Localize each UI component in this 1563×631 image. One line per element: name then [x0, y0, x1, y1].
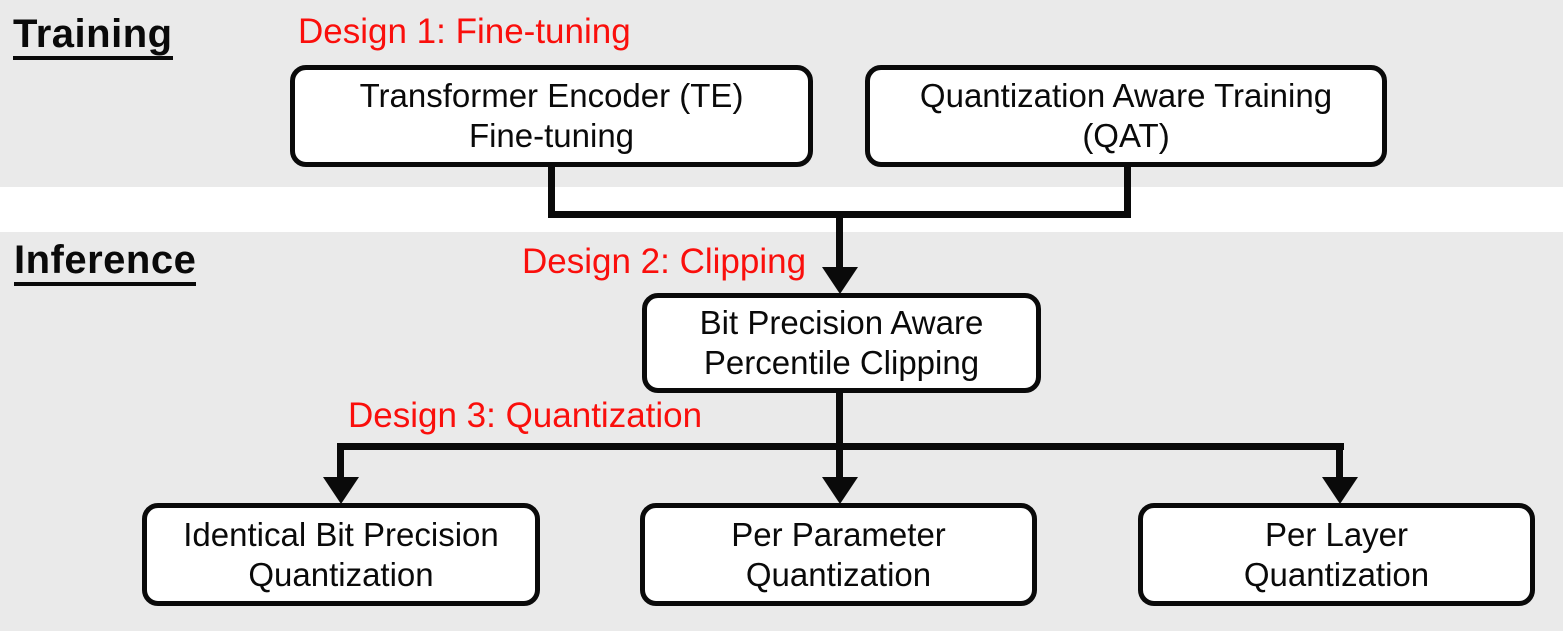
node-text-line: Quantization Aware Training	[919, 77, 1333, 114]
node-quantization-aware-training: Quantization Aware Training (QAT)	[865, 65, 1387, 167]
node-text-line: Fine-tuning	[468, 117, 635, 154]
node-text-line: Quantization	[248, 555, 434, 593]
node-text-line: Percentile Clipping	[703, 344, 980, 381]
arrowhead-to-clipping-icon	[822, 267, 858, 294]
design1-label: Design 1: Fine-tuning	[298, 12, 631, 51]
node-text-line: Quantization	[745, 555, 932, 593]
training-section-label: Training	[13, 12, 173, 60]
design3-label: Design 3: Quantization	[348, 396, 703, 435]
node-text-line: Bit Precision Aware	[699, 304, 984, 341]
node-text-line: Per Parameter	[731, 515, 946, 553]
node-per-layer-quantization: Per Layer Quantization	[1138, 503, 1535, 606]
node-identical-bit-precision-quantization: Identical Bit Precision Quantization	[142, 503, 540, 606]
node-per-parameter-quantization: Per Parameter Quantization	[640, 503, 1037, 606]
connector-branch-right-down	[1336, 443, 1343, 478]
connector-te-down	[548, 166, 555, 218]
node-bit-precision-percentile-clipping: Bit Precision Aware Percentile Clipping	[642, 293, 1041, 393]
node-text-line: Quantization	[1243, 555, 1430, 593]
connector-branch-left-down	[337, 443, 344, 478]
connector-qat-down	[1124, 166, 1131, 218]
connector-clipping-down	[836, 392, 843, 447]
node-text-line: Per Layer	[1264, 515, 1409, 553]
design2-label: Design 2: Clipping	[522, 242, 807, 281]
node-text-line: Transformer Encoder (TE)	[359, 77, 744, 114]
arrowhead-to-identical-icon	[323, 477, 359, 504]
arrowhead-to-per-parameter-icon	[822, 477, 858, 504]
arrowhead-to-per-layer-icon	[1322, 477, 1358, 504]
connector-merge-to-clipping	[836, 211, 843, 270]
inference-section-label: Inference	[14, 238, 197, 286]
connector-branch-mid-down	[836, 443, 843, 478]
node-transformer-encoder-finetuning: Transformer Encoder (TE) Fine-tuning	[290, 65, 813, 167]
node-text-line: Identical Bit Precision	[183, 515, 499, 553]
node-text-line: (QAT)	[1082, 117, 1170, 154]
